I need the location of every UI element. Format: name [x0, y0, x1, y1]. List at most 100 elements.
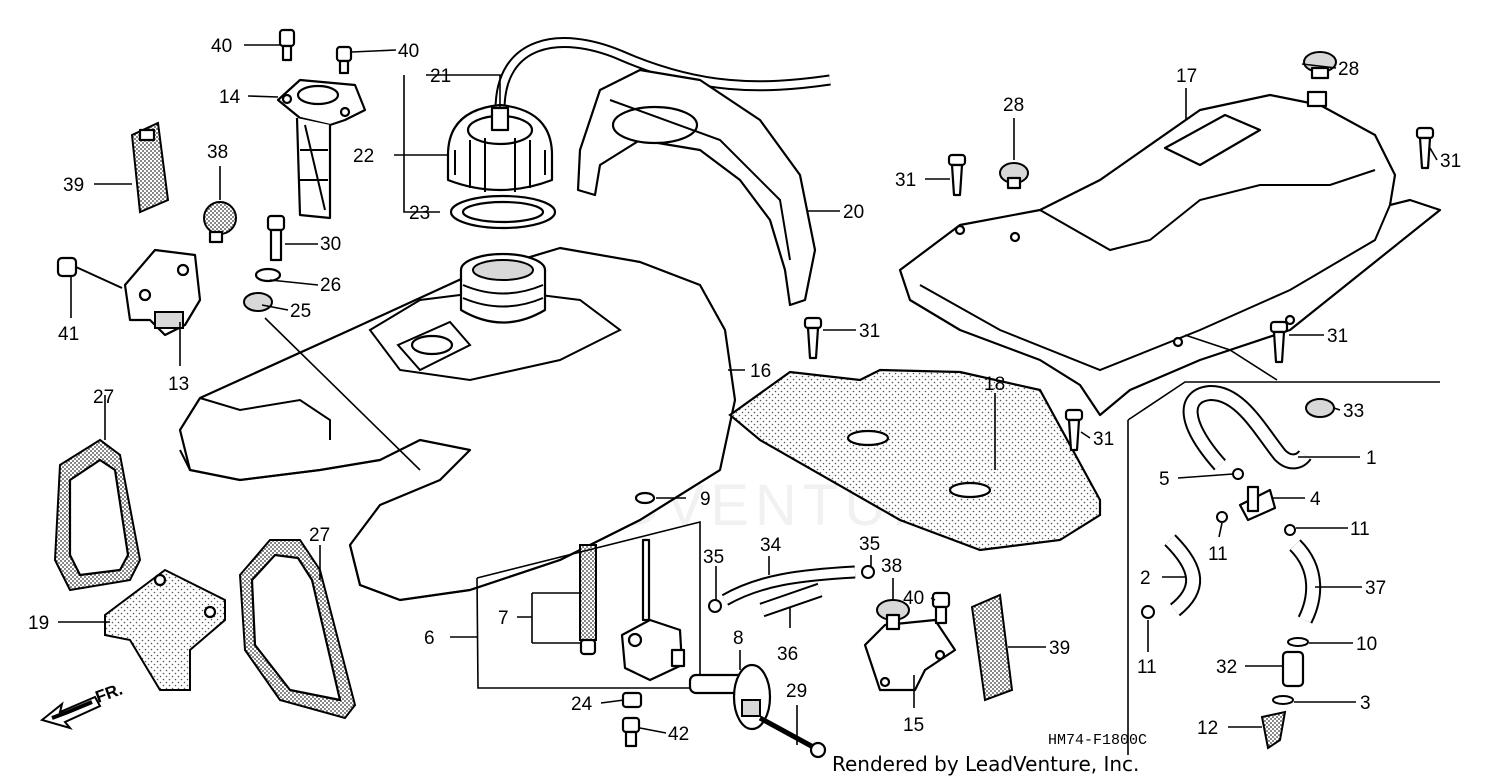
callout-28-b: 28	[1338, 59, 1359, 80]
clip-11-c[interactable]	[1141, 605, 1155, 619]
callout-26: 26	[320, 275, 341, 296]
clip-31-c[interactable]	[803, 316, 823, 360]
callout-numbers: 40 40 14 38 39 30 26 25 41 13 21 22 23 2…	[28, 36, 1461, 745]
callout-6: 6	[424, 628, 435, 649]
callout-1: 1	[1366, 448, 1377, 469]
fuel-strainer-7[interactable]	[579, 544, 597, 656]
bolt-30[interactable]	[266, 214, 286, 262]
callout-36: 36	[777, 644, 798, 665]
clip-11-a[interactable]	[1216, 511, 1228, 523]
callout-35-b: 35	[859, 534, 880, 555]
callout-41: 41	[58, 324, 79, 345]
callout-18: 18	[984, 374, 1005, 395]
callout-14: 14	[219, 87, 241, 108]
callout-11-a: 11	[1350, 519, 1370, 540]
callout-4: 4	[1310, 489, 1321, 510]
clip-31-a[interactable]	[947, 153, 967, 197]
bracket-15[interactable]	[863, 618, 957, 692]
callout-22: 22	[353, 146, 374, 167]
callout-28-a: 28	[1003, 95, 1024, 116]
fuel-gauge-14[interactable]	[276, 78, 367, 220]
clip-5[interactable]	[1232, 468, 1244, 480]
callout-11-b: 11	[1208, 544, 1228, 565]
clip-11-b[interactable]	[1284, 524, 1296, 536]
clip-31-e[interactable]	[1064, 408, 1084, 452]
callout-19: 19	[28, 613, 49, 634]
callout-24: 24	[571, 694, 593, 715]
clip-31-d[interactable]	[1269, 320, 1289, 364]
fuel-hose-34[interactable]	[721, 565, 856, 606]
callout-20: 20	[843, 202, 864, 223]
bolt-41[interactable]	[56, 256, 123, 289]
bolt-40-lower[interactable]	[931, 591, 951, 625]
clamp-33[interactable]	[1305, 398, 1335, 418]
callout-13: 13	[168, 374, 189, 395]
fuel-cock[interactable]	[620, 538, 686, 682]
callout-17: 17	[1176, 66, 1197, 87]
seal-27-right[interactable]	[238, 539, 357, 720]
o-ring-9[interactable]	[634, 491, 656, 505]
callout-40-b: 40	[398, 41, 419, 62]
callout-32: 32	[1216, 657, 1237, 678]
callout-10: 10	[1356, 634, 1377, 655]
breather-tube-2[interactable]	[1164, 534, 1202, 617]
direction-label: FR.	[93, 680, 125, 707]
callout-11-c: 11	[1137, 657, 1157, 678]
cap-38[interactable]	[203, 201, 237, 244]
callout-25: 25	[290, 301, 311, 322]
callout-42: 42	[668, 724, 689, 745]
cap-gasket[interactable]	[449, 194, 557, 230]
clip-3[interactable]	[1272, 695, 1294, 705]
callout-12: 12	[1197, 718, 1218, 739]
joint-32[interactable]	[1281, 650, 1305, 688]
bolt-40-top-right[interactable]	[335, 45, 353, 75]
joint-4[interactable]	[1238, 485, 1277, 522]
fuel-tank[interactable]	[178, 246, 737, 602]
callout-30: 30	[320, 234, 341, 255]
callout-15: 15	[903, 715, 924, 736]
clip-31-b[interactable]	[1415, 126, 1435, 170]
grommet-28-a[interactable]	[999, 162, 1029, 190]
breather-tube-37[interactable]	[1289, 539, 1322, 624]
callout-37: 37	[1365, 578, 1386, 599]
grommet-25[interactable]	[243, 292, 273, 312]
callout-31-d: 31	[1327, 326, 1348, 347]
callout-35-a: 35	[703, 547, 724, 568]
bracket-13[interactable]	[123, 248, 202, 337]
tank-pad[interactable]	[728, 368, 1102, 552]
leader-lines	[58, 44, 1438, 745]
bolt-40-top-left[interactable]	[278, 28, 296, 62]
seal-27-left[interactable]	[53, 438, 142, 592]
front-direction-arrow: FR.	[39, 680, 125, 730]
tank-cover[interactable]	[898, 90, 1442, 417]
callout-23: 23	[409, 203, 430, 224]
credit-text: Rendered by LeadVenture, Inc.	[832, 752, 1139, 776]
fuel-cap[interactable]	[446, 37, 831, 192]
washer-26[interactable]	[254, 267, 282, 283]
tube-36[interactable]	[759, 582, 823, 618]
clip-10[interactable]	[1287, 637, 1309, 647]
breather-divider-top	[1127, 381, 1440, 421]
callout-33: 33	[1343, 401, 1364, 422]
callout-31-c: 31	[859, 321, 880, 342]
bracket-19[interactable]	[104, 568, 226, 691]
callout-40-c: 40	[903, 588, 924, 609]
joint-8[interactable]	[688, 663, 772, 731]
tank-bracket[interactable]	[576, 68, 817, 307]
bolt-29[interactable]	[758, 715, 827, 759]
part-code: HM74-F1800C	[1048, 732, 1147, 749]
cap-38-lower[interactable]	[876, 599, 910, 631]
rubber-strap-39-right[interactable]	[970, 593, 1014, 702]
clip-35-right[interactable]	[861, 565, 875, 579]
filter-12[interactable]	[1260, 710, 1287, 750]
callout-31-e: 31	[1093, 429, 1114, 450]
nut-24[interactable]	[621, 691, 643, 709]
breather-tube-1[interactable]	[1182, 385, 1312, 471]
rubber-strap-39-left[interactable]	[130, 121, 170, 214]
clip-35-left[interactable]	[708, 599, 722, 613]
callout-27-b: 27	[309, 525, 330, 546]
callout-8: 8	[733, 628, 744, 649]
bolt-42[interactable]	[621, 716, 641, 748]
callout-31-a: 31	[895, 170, 916, 191]
